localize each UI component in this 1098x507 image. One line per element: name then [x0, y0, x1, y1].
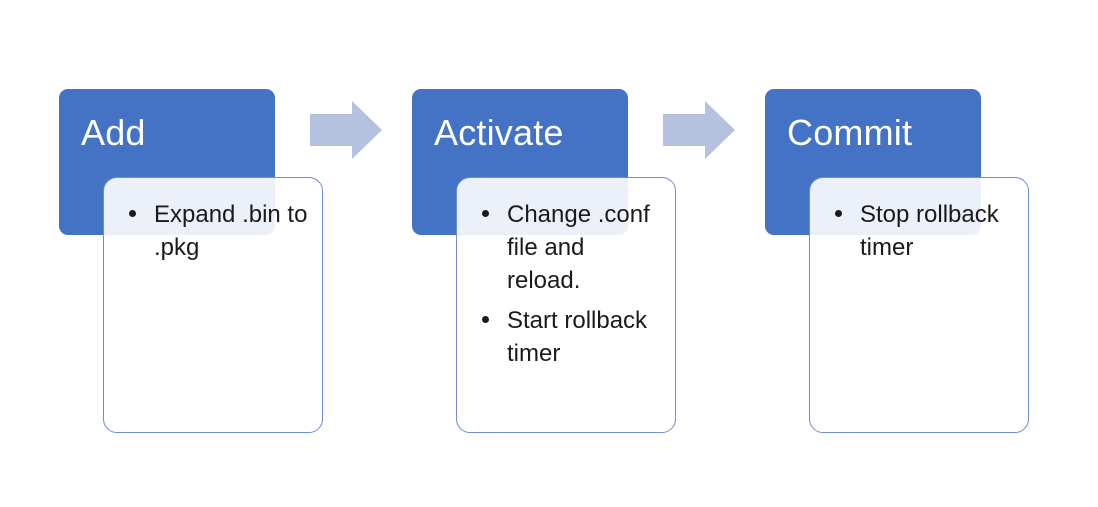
step-card-add: Expand .bin to .pkg — [103, 177, 323, 433]
step-card-commit: Stop rollback timer — [809, 177, 1029, 433]
bullet-item: Stop rollback timer — [834, 198, 1016, 264]
bullet-list-commit: Stop rollback timer — [834, 198, 1016, 264]
step-title-add: Add — [81, 112, 146, 153]
bullet-item: Expand .bin to .pkg — [128, 198, 310, 264]
bullet-list-activate: Change .conf file and reload. Start roll… — [481, 198, 663, 370]
bullet-item: Change .conf file and reload. — [481, 198, 663, 297]
step-title-commit: Commit — [787, 112, 913, 153]
bullet-list-add: Expand .bin to .pkg — [128, 198, 310, 264]
step-card-activate: Change .conf file and reload. Start roll… — [456, 177, 676, 433]
step-title-activate: Activate — [434, 112, 564, 153]
right-arrow-icon — [310, 101, 382, 159]
right-arrow-icon — [663, 101, 735, 159]
bullet-item: Start rollback timer — [481, 304, 663, 370]
